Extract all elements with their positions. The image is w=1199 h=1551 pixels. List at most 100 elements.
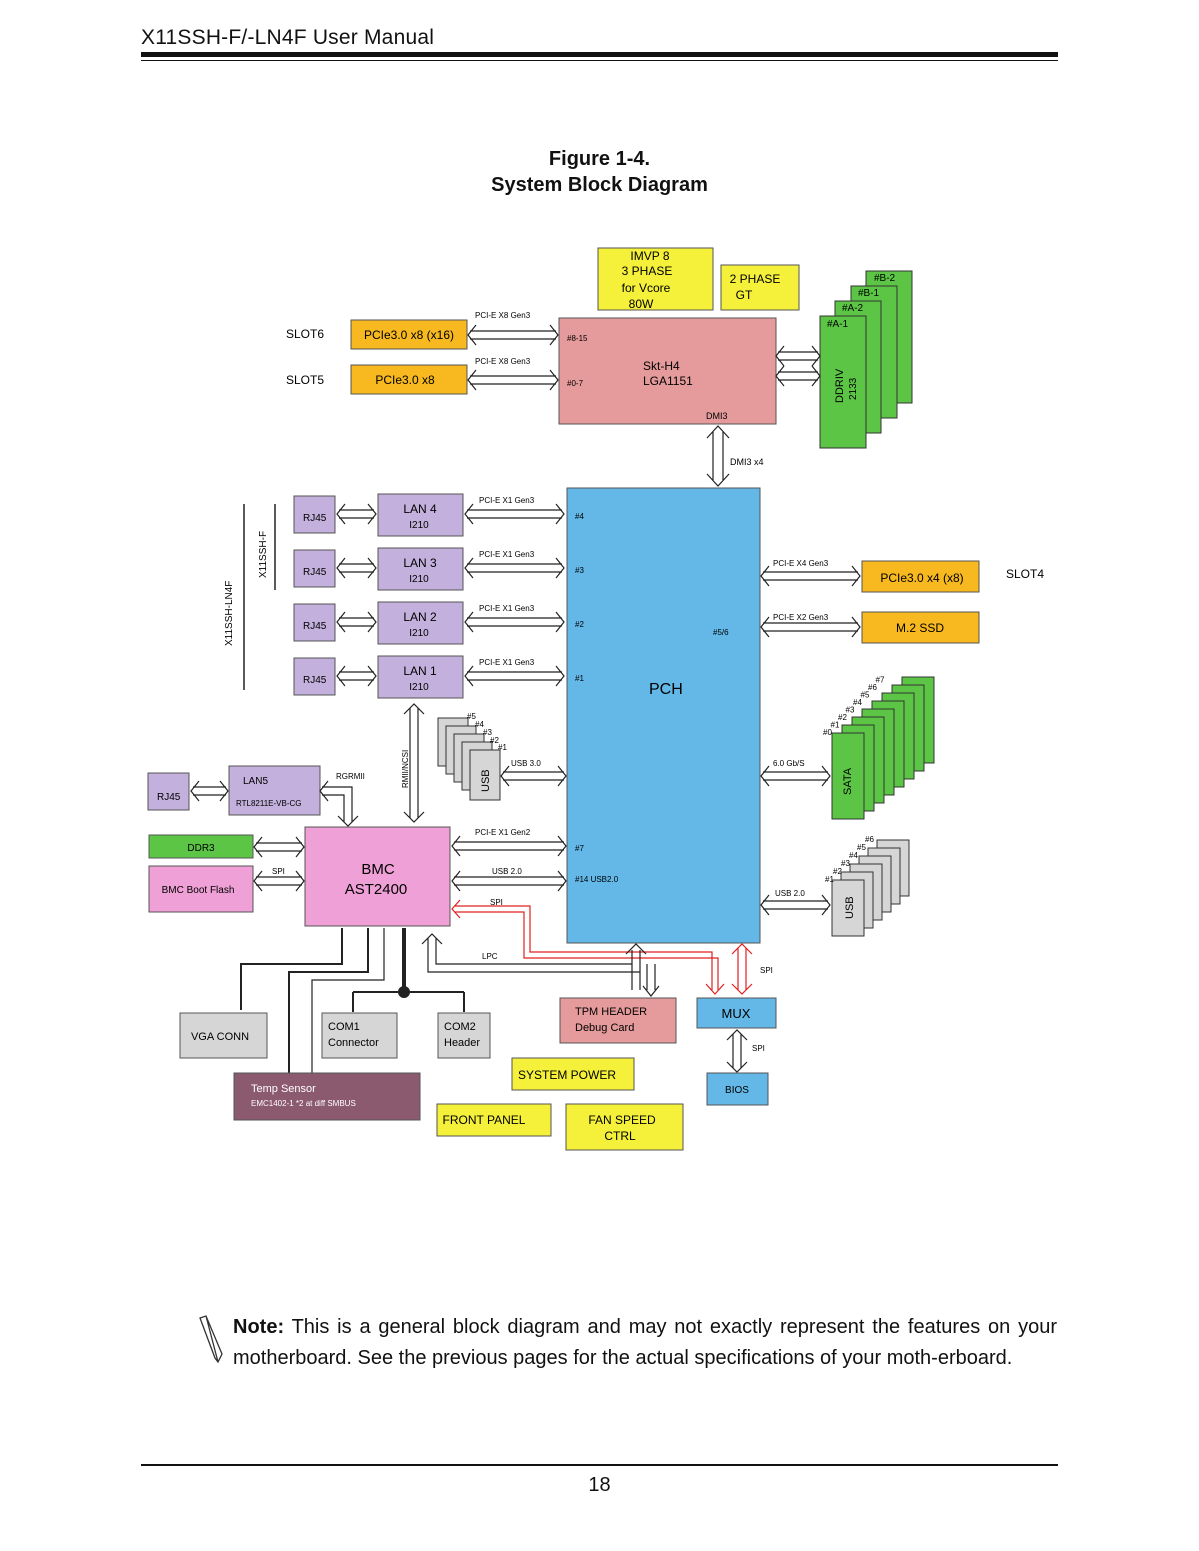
phase2-box bbox=[720, 264, 800, 311]
lan1-box bbox=[377, 655, 464, 699]
lan2-name: LAN 2 bbox=[403, 610, 437, 624]
lan5-rj45 bbox=[147, 772, 190, 811]
lan3-link: PCI-E X1 Gen3 bbox=[479, 550, 535, 559]
pch-port-2: #2 bbox=[575, 620, 584, 629]
lan3-box bbox=[377, 547, 464, 591]
usb3-port-1: #1 bbox=[498, 743, 507, 752]
pch-port-4: #4 bbox=[575, 512, 584, 521]
header-rule-thin bbox=[141, 60, 1058, 61]
bmc-flash-box bbox=[148, 865, 254, 913]
lan3-pch-arrow bbox=[464, 557, 565, 579]
com1-line1: COM1 bbox=[328, 1021, 360, 1033]
imvp-line3: for Vcore bbox=[622, 281, 671, 295]
lan2-rj-arrow bbox=[336, 611, 377, 633]
pch-right-links bbox=[760, 565, 861, 916]
lan5-box bbox=[228, 765, 321, 816]
model-f-label: X11SSH-F bbox=[258, 531, 269, 578]
bmc-flash-link: SPI bbox=[272, 867, 285, 876]
lan4-chip: I210 bbox=[409, 520, 429, 531]
sata-port-label: #0 bbox=[823, 728, 832, 737]
slot4-link: PCI-E X4 Gen3 bbox=[773, 559, 829, 568]
imvp-box bbox=[597, 247, 714, 311]
temp-line2: EMC1402-1 *2 at diff SMBUS bbox=[251, 1099, 356, 1108]
sata-port-label: #2 bbox=[838, 713, 847, 722]
lan2-link: PCI-E X1 Gen3 bbox=[479, 604, 535, 613]
header-rule-thick bbox=[141, 52, 1058, 57]
sata-stack: #7#6#5#4#3#2#1#0 bbox=[823, 676, 935, 820]
slot4-box-label: PCIe3.0 x4 (x8) bbox=[880, 571, 963, 585]
cpu-dmi: DMI3 bbox=[706, 411, 728, 421]
slot6-link: PCI-E X8 Gen3 bbox=[475, 311, 531, 320]
mux-bios-link bbox=[726, 1029, 748, 1073]
lan1-rj45-label: RJ45 bbox=[303, 675, 327, 686]
bmc-pcie-link: PCI-E X1 Gen2 bbox=[475, 828, 531, 837]
lan1-chip: I210 bbox=[409, 682, 429, 693]
lan4-rj45-label: RJ45 bbox=[303, 513, 327, 524]
figure-caption: System Block Diagram bbox=[491, 174, 708, 196]
usb2-port-label: #3 bbox=[841, 859, 850, 868]
bios-label: BIOS bbox=[725, 1085, 749, 1096]
usb3-label: USB bbox=[480, 769, 492, 792]
note-paragraph: Note: This is a general block diagram an… bbox=[233, 1312, 1057, 1374]
bmc-spi-link: SPI bbox=[490, 898, 503, 907]
slot6-box bbox=[350, 319, 468, 350]
spi-mux-label: SPI bbox=[760, 966, 773, 975]
slot6-label: SLOT6 bbox=[286, 327, 324, 341]
figure-title: Figure 1-4. System Block Diagram bbox=[0, 146, 1199, 198]
vga-box bbox=[179, 1012, 268, 1059]
sata-link: 6.0 Gb/S bbox=[773, 759, 805, 768]
pch-box bbox=[566, 487, 761, 944]
sata-port-label: #4 bbox=[853, 698, 862, 707]
com2-line1: COM2 bbox=[444, 1021, 476, 1033]
temp-line1: Temp Sensor bbox=[251, 1083, 316, 1095]
slot5-box bbox=[350, 364, 468, 395]
tpm-line2: Debug Card bbox=[575, 1022, 634, 1034]
slot5-box-label: PCIe3.0 x8 bbox=[375, 373, 435, 387]
ddr-type: DDRIV bbox=[834, 368, 846, 403]
com1-line2: Connector bbox=[328, 1037, 379, 1049]
fan-line1: FAN SPEED bbox=[588, 1113, 656, 1127]
lan1-link: PCI-E X1 Gen3 bbox=[479, 658, 535, 667]
tpm-box bbox=[559, 997, 677, 1044]
lan1-pch-arrow bbox=[464, 665, 565, 687]
sata-port-label: #6 bbox=[868, 683, 877, 692]
temp-box bbox=[233, 1072, 421, 1121]
bmc-box bbox=[304, 826, 451, 927]
usb3-port-4: #4 bbox=[475, 720, 484, 729]
cpu-line2: LGA1151 bbox=[643, 374, 693, 388]
lan4-rj45 bbox=[293, 495, 336, 534]
com1-box bbox=[321, 1012, 398, 1059]
lan2-rj45 bbox=[293, 603, 336, 642]
page-header-title: X11SSH-F/-LN4F User Manual bbox=[141, 26, 435, 49]
sata-drive bbox=[831, 732, 865, 820]
note-text: This is a general block diagram and may … bbox=[233, 1316, 1057, 1369]
lan2-chip: I210 bbox=[409, 628, 429, 639]
slot4-label: SLOT4 bbox=[1006, 567, 1044, 581]
dmi-link-label: DMI3 x4 bbox=[730, 457, 764, 467]
lan4-name: LAN 4 bbox=[403, 502, 437, 516]
usb2-port-label: #6 bbox=[865, 835, 874, 844]
page-number: 18 bbox=[588, 1474, 611, 1496]
cpu-box bbox=[558, 317, 777, 425]
bios-box bbox=[706, 1072, 769, 1106]
fan-box bbox=[565, 1103, 684, 1151]
lpc-label: LPC bbox=[482, 952, 498, 961]
fan-line2: CTRL bbox=[604, 1129, 636, 1143]
cpu-lane-hi: #8-15 bbox=[567, 334, 588, 343]
usb2-label: USB bbox=[844, 896, 856, 919]
lan5-link: RGRMII bbox=[336, 772, 365, 781]
lan4-rj-arrow bbox=[336, 503, 377, 525]
pch-port-3: #3 bbox=[575, 566, 584, 575]
dimm-b2: #B-2 bbox=[874, 273, 896, 284]
lan4-box bbox=[377, 493, 464, 537]
usb2-drive bbox=[831, 879, 865, 937]
sata-port-label: #1 bbox=[831, 721, 840, 730]
footer-rule bbox=[141, 1464, 1058, 1466]
dimm-a1: #A-1 bbox=[827, 319, 849, 330]
note-label: Note: bbox=[233, 1316, 285, 1338]
m2-box bbox=[861, 611, 980, 644]
lan3-rj45 bbox=[293, 549, 336, 588]
usb2-port-label: #2 bbox=[833, 867, 842, 876]
bmc-pch-links bbox=[451, 835, 567, 892]
slot-links bbox=[467, 324, 559, 391]
